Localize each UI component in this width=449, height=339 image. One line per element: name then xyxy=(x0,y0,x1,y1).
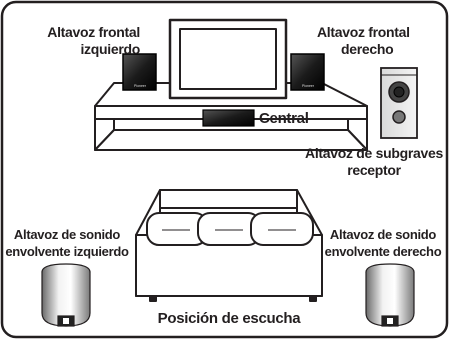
subwoofer xyxy=(380,67,418,139)
listening-position-label: Posición de escucha xyxy=(139,310,319,327)
television xyxy=(168,18,288,100)
subwoofer-label: Altavoz de subgraves receptor xyxy=(300,145,448,179)
receiver-label: receptor xyxy=(347,162,401,178)
surround-left-label-line2: envolvente izquierdo xyxy=(5,244,129,259)
front-left-label: Altavoz frontal izquierdo xyxy=(22,24,140,58)
front-left-label-line1: Altavoz frontal xyxy=(47,24,140,40)
front-left-speaker-brand: Pioneer xyxy=(134,84,147,88)
front-left-label-line2: izquierdo xyxy=(80,41,140,57)
surround-right-label-line2: envolvente derecho xyxy=(324,244,442,259)
surround-left-label-line1: Altavoz de sonido xyxy=(13,227,121,242)
surround-left-label: Altavoz de sonido envolvente izquierdo xyxy=(2,226,132,260)
surround-right-speaker xyxy=(365,263,415,327)
surround-right-label: Altavoz de sonido envolvente derecho xyxy=(322,226,444,260)
front-right-label-line2: derecho xyxy=(341,41,394,57)
subwoofer-label-line1: Altavoz de subgraves xyxy=(305,145,443,161)
front-right-speaker: Pioneer xyxy=(290,53,325,91)
center-label-text: Central xyxy=(259,110,309,127)
surround-right-label-line1: Altavoz de sonido xyxy=(329,227,437,242)
listening-position-label-text: Posición de escucha xyxy=(157,310,301,327)
front-left-speaker: Pioneer xyxy=(122,53,157,91)
front-right-label: Altavoz frontal derecho xyxy=(317,24,410,58)
surround-left-speaker xyxy=(41,263,91,327)
center-label: Central xyxy=(259,110,309,127)
center-speaker xyxy=(202,109,255,127)
sofa xyxy=(135,189,323,302)
front-right-speaker-brand: Pioneer xyxy=(302,84,315,88)
front-right-label-line1: Altavoz frontal xyxy=(317,24,410,40)
